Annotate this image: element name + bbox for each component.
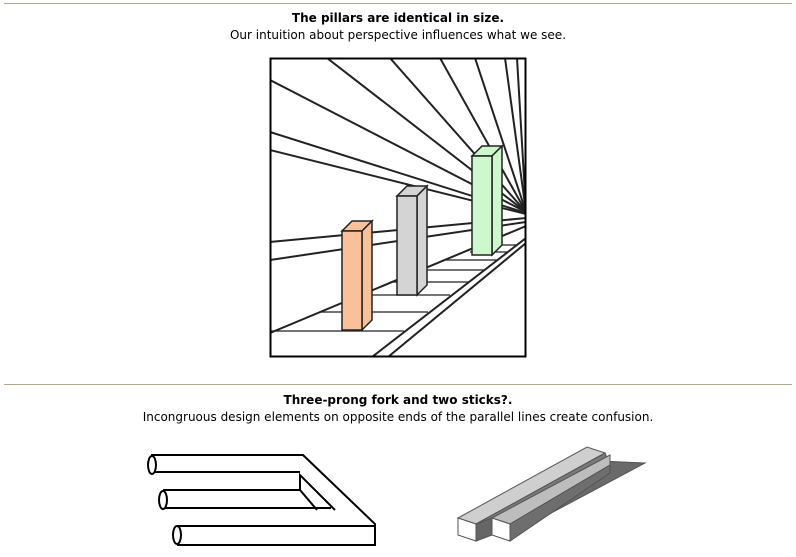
pillar	[470, 144, 504, 257]
section1-subtitle: Our intuition about perspective influenc…	[229, 28, 567, 42]
section1-title: The pillars are identical in size.	[291, 11, 505, 25]
divider	[4, 3, 792, 4]
impossible-fork	[147, 454, 376, 546]
two-sticks	[456, 446, 647, 542]
divider	[4, 384, 792, 385]
section2-subtitle: Incongruous design elements on opposite …	[142, 410, 654, 424]
pillar	[395, 184, 429, 297]
pillar	[340, 219, 374, 332]
section2-title: Three-prong fork and two sticks?.	[283, 393, 513, 407]
illusion-frame	[269, 57, 527, 358]
